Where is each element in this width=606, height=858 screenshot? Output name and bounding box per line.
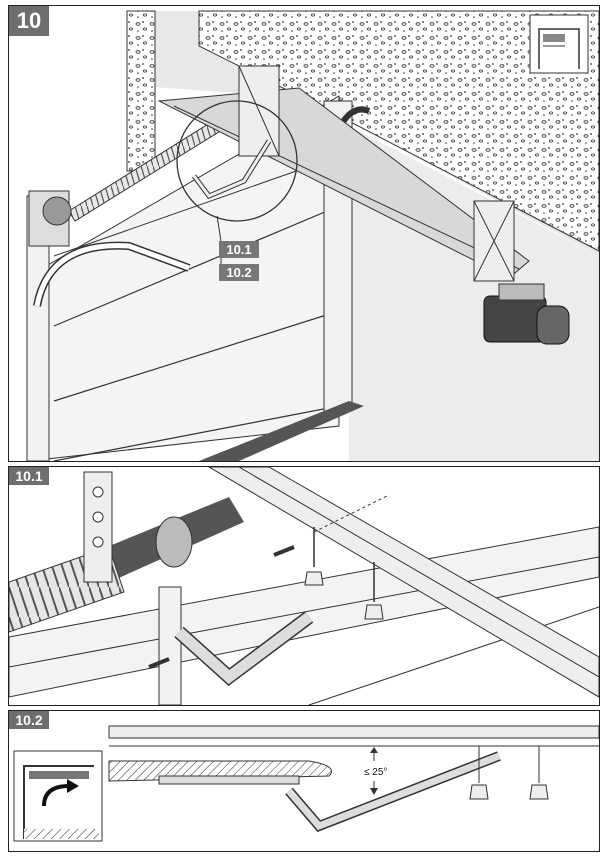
detail-10-2-badge: 10.2 <box>9 711 49 729</box>
detail-10-2-drawing <box>13 725 599 842</box>
detail-10-2-panel: 10.2 ≤ 25° <box>8 710 600 852</box>
detail-10-1-drawing <box>9 467 599 705</box>
step-number-badge: 10 <box>9 6 49 36</box>
garage-door-overview-drawing <box>26 10 599 461</box>
callout-10-1: 10.1 <box>219 241 259 258</box>
detail-10-1-panel: 10.1 <box>8 466 600 706</box>
callout-10-2: 10.2 <box>219 264 259 281</box>
max-angle-label: ≤ 25° <box>364 767 388 778</box>
garage-pictogram-icon <box>529 14 589 74</box>
detail-10-1-badge: 10.1 <box>9 467 49 485</box>
main-illustration-panel: 10 <box>8 5 600 462</box>
